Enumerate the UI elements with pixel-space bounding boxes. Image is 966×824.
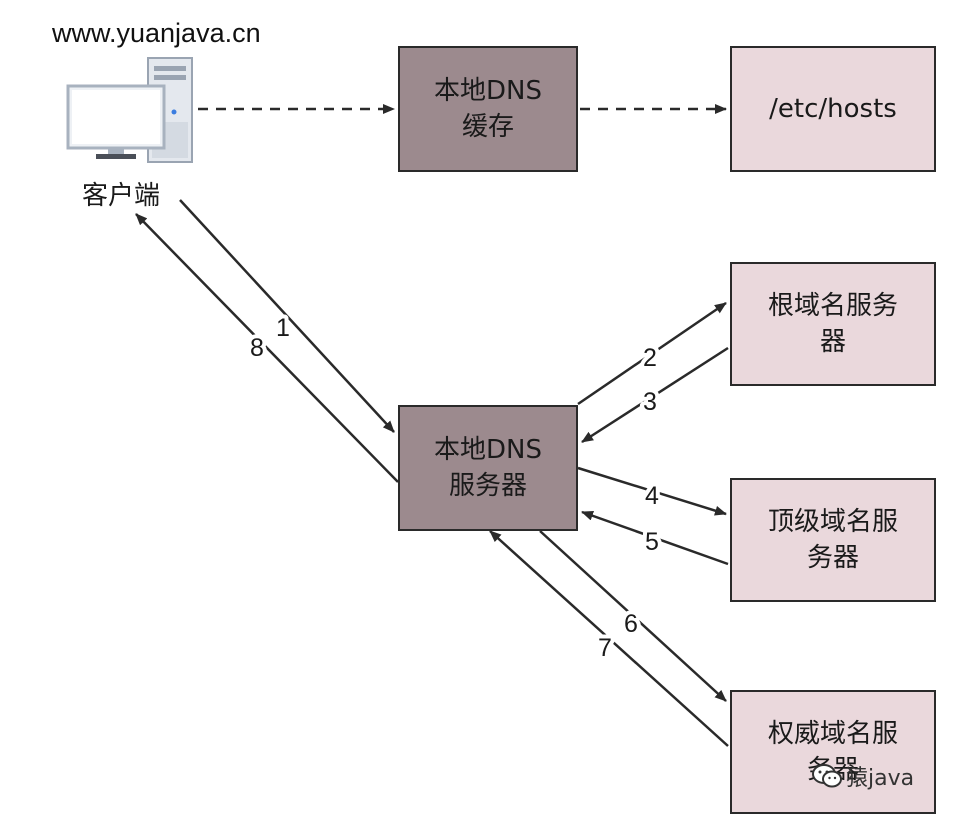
root-dns-server-box: 根域名服务 器 [730, 262, 936, 386]
arrow-step-4 [577, 466, 727, 516]
step-label-4: 4 [645, 482, 659, 510]
arrow-step-7 [489, 530, 729, 747]
arrow-step-1 [179, 199, 395, 433]
tld-dns-server-box: 顶级域名服 务器 [730, 478, 936, 602]
dns-cache-box: 本地DNS 缓存 [398, 46, 578, 172]
authoritative-dns-server-box: 权威域名服 务器 [730, 690, 936, 814]
arrow-step-5 [581, 510, 729, 566]
wechat-account-name: 猿java [846, 766, 915, 791]
arrow-step-8 [135, 213, 399, 483]
step-label-8: 8 [250, 334, 264, 362]
client-label: 客户端 [82, 181, 161, 211]
wechat-icon [812, 764, 842, 788]
local-dns-server-box: 本地DNS 服务器 [398, 405, 578, 531]
arrow-step-2 [577, 301, 727, 406]
step-label-6: 6 [624, 610, 638, 638]
step-label-7: 7 [598, 634, 612, 662]
etc-hosts-box: /etc/hosts [730, 46, 936, 172]
step-label-5: 5 [645, 528, 659, 556]
step-label-3: 3 [643, 388, 657, 416]
computer-icon [66, 57, 193, 163]
wechat-watermark: 猿java [812, 760, 914, 792]
step-label-1: 1 [276, 314, 290, 342]
step-label-2: 2 [643, 344, 657, 372]
arrow-step-3 [581, 346, 729, 444]
site-watermark: www.yuanjava.cn [52, 18, 261, 48]
arrow-step-6 [539, 530, 727, 702]
